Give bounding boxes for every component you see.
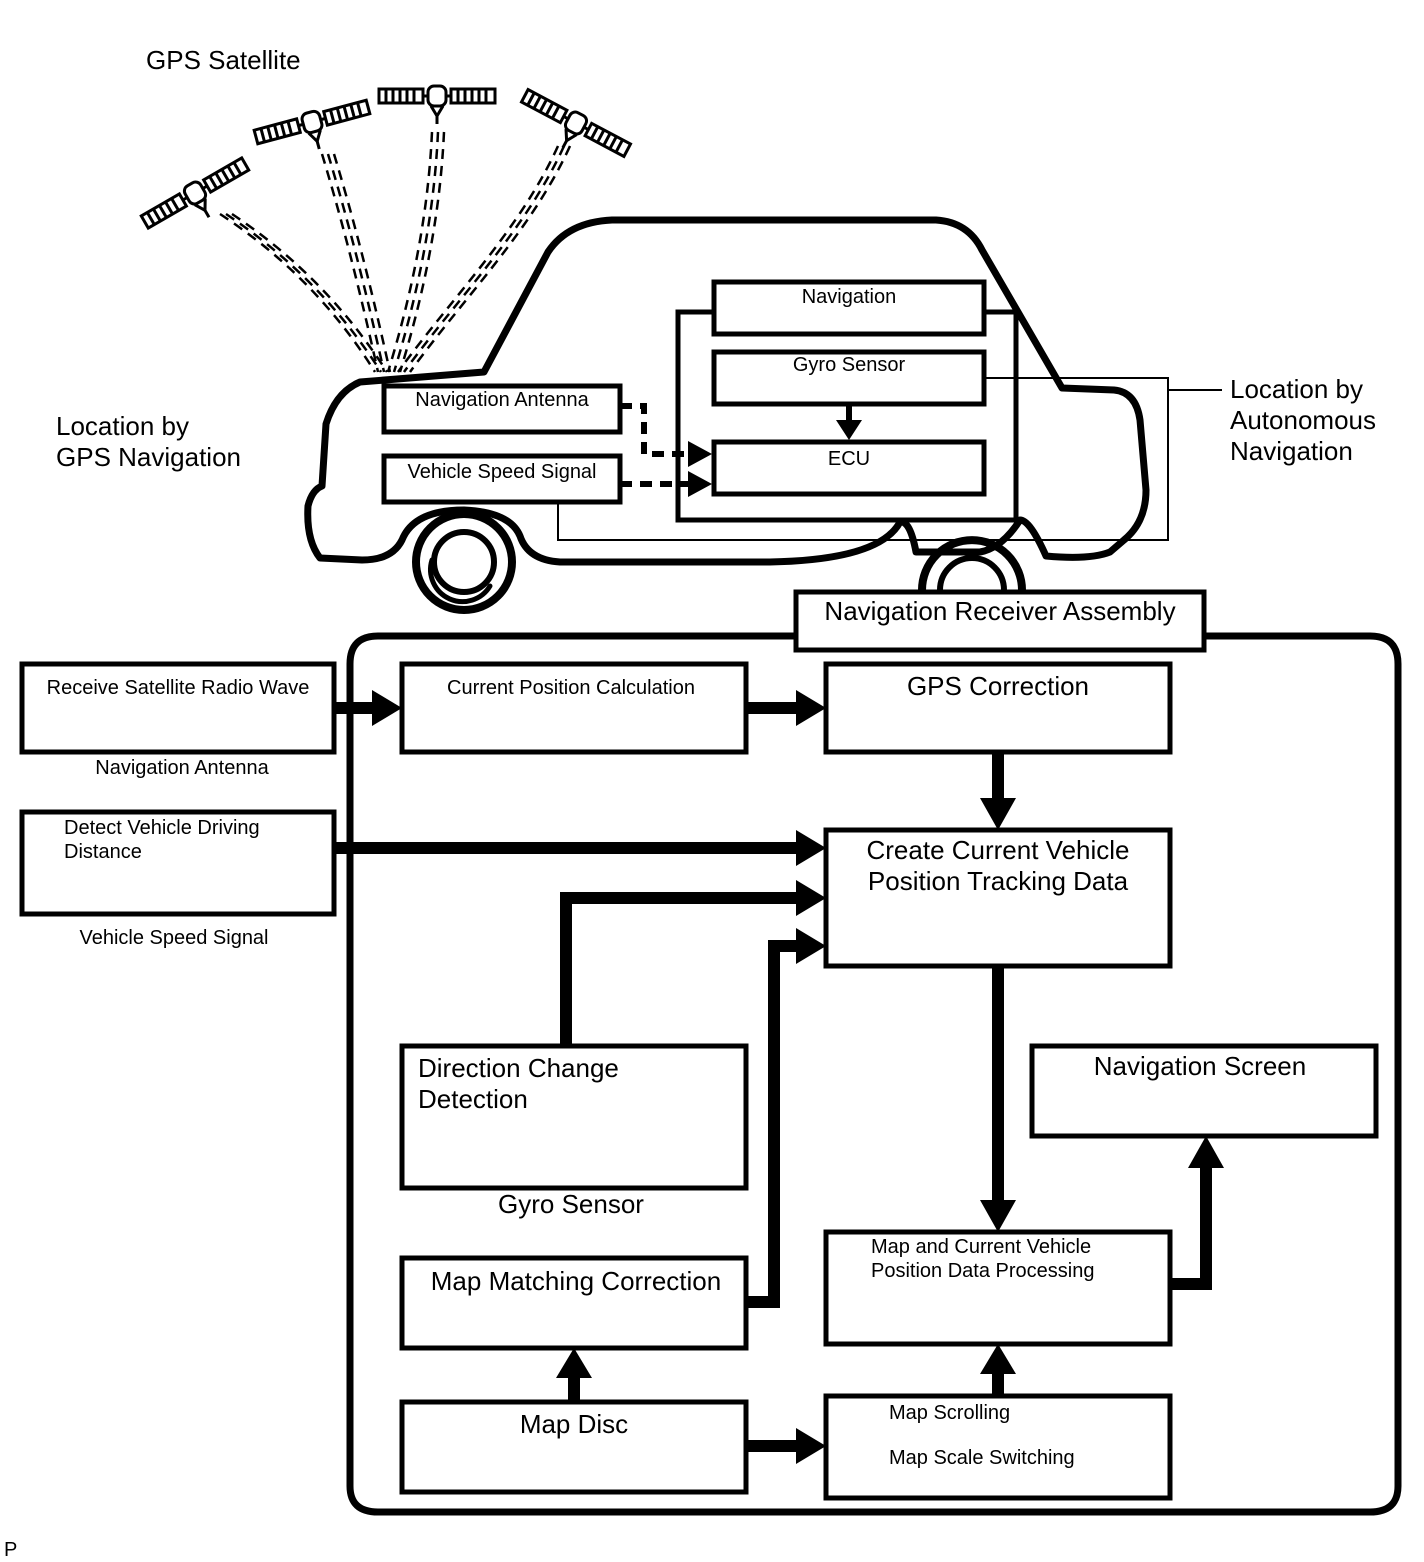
flow-connectors — [334, 702, 1212, 1452]
dashed-links — [620, 403, 690, 487]
dashed-arrowhead — [688, 441, 712, 467]
dashed-arrowhead — [688, 471, 712, 497]
gps-satellite-icon — [138, 153, 261, 248]
vehicle-speed-signal-label: Vehicle Speed Signal — [407, 461, 597, 483]
gps-navigation-location-label: Location by GPS Navigation — [56, 411, 241, 473]
receiver-title-box — [793, 589, 1207, 653]
map-position-data-processing: Map and Current Vehicle Position Data Pr… — [871, 1236, 1095, 1282]
vehicle-gyro-sensor-label: Gyro Sensor — [792, 354, 906, 376]
receiver-assembly-title: Navigation Receiver Assembly — [824, 596, 1176, 626]
footer-mark: P — [4, 1539, 18, 1561]
direction-change-detection: Direction Change Detection — [418, 1053, 619, 1115]
detect-vehicle-driving-distance: Detect Vehicle Driving Distance — [64, 817, 260, 863]
gps-satellite-icon — [377, 84, 497, 126]
autonomous-navigation-location-label: Location by Autonomous Navigation — [1230, 374, 1376, 467]
current-position-calculation: Current Position Calculation — [447, 677, 695, 699]
gps-satellite-icon — [510, 85, 634, 177]
gps-satellite-icon — [251, 95, 377, 166]
receive-satellite-radio-wave: Receive Satellite Radio Wave — [46, 677, 310, 699]
map-scale-switching: Map Scale Switching — [889, 1447, 1075, 1469]
gyro-sensor-caption: Gyro Sensor — [498, 1189, 644, 1219]
vehicle-navigation-antenna-label: Navigation Antenna — [415, 389, 589, 411]
vehicle-ecu-label: ECU — [827, 448, 871, 470]
create-position-tracking-data: Create Current Vehicle Position Tracking… — [866, 835, 1130, 897]
gyro-to-ecu-arrow — [836, 404, 862, 440]
vehicle-navigation-label: Navigation — [801, 286, 897, 308]
radio-waves — [219, 131, 572, 373]
receiver-frame — [346, 632, 1402, 1516]
map-matching-correction: Map Matching Correction — [430, 1266, 722, 1296]
navigation-antenna-caption: Navigation Antenna — [95, 757, 269, 779]
navigation-screen: Navigation Screen — [1093, 1051, 1307, 1081]
gps-satellite-label: GPS Satellite — [146, 45, 301, 75]
map-disc: Map Disc — [519, 1409, 629, 1439]
vehicle-speed-signal-caption: Vehicle Speed Signal — [79, 927, 269, 949]
vehicle-components — [381, 279, 1019, 523]
map-scrolling: Map Scrolling — [889, 1402, 1011, 1424]
flow-arrowheads — [372, 690, 1224, 1464]
gps-correction: GPS Correction — [906, 671, 1090, 701]
autonomous-bracket — [557, 377, 1222, 541]
